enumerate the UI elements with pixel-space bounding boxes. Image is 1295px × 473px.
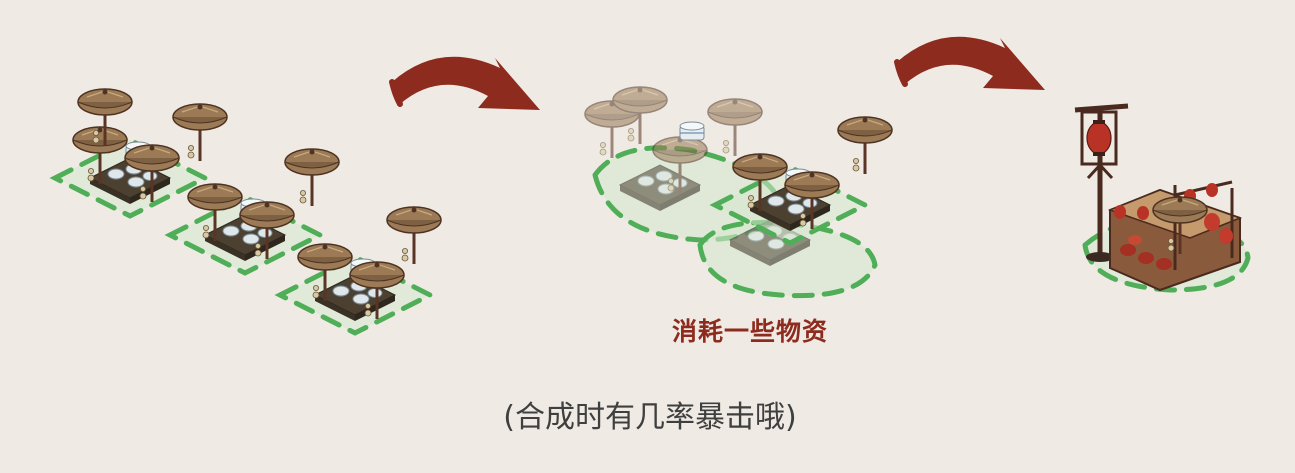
curved-arrow-icon <box>389 56 540 110</box>
curved-arrow-icon <box>894 36 1045 90</box>
consume-resources-caption: 消耗一些物资 <box>671 317 828 346</box>
lantern-shop-result <box>1074 103 1251 293</box>
critical-chance-note: (合成时有几率暴击哦) <box>503 400 797 435</box>
stall-group-merging <box>583 85 894 299</box>
stall-group-input <box>55 87 443 333</box>
